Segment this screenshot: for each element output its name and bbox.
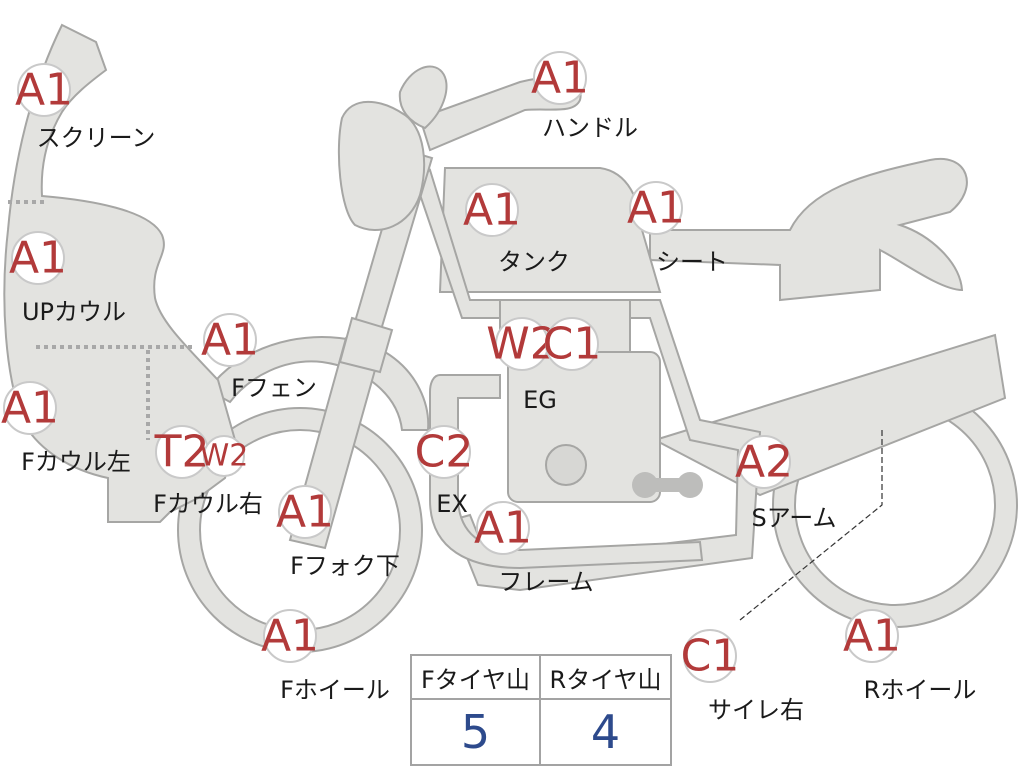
label-up-cowl: UPカウル <box>22 298 126 326</box>
cowl-shape <box>3 23 237 523</box>
badge-engine-2[interactable]: C1 <box>543 317 602 371</box>
label-f-cowl-right: Fカウル右 <box>153 490 263 518</box>
badge-frame[interactable]: A1 <box>474 501 532 555</box>
badge-f-cowl-right-1[interactable]: T2 <box>154 425 210 479</box>
badge-f-cowl-right-2[interactable]: W2 <box>200 435 249 477</box>
front-tread-value: 5 <box>412 700 541 764</box>
label-engine: EG <box>523 386 557 414</box>
label-screen: スクリーン <box>37 124 156 152</box>
label-exhaust: EX <box>436 490 468 518</box>
label-tank: タンク <box>498 248 570 276</box>
seat-shape <box>649 157 968 302</box>
grade-tank: A1 <box>463 185 521 236</box>
grade-seat: A1 <box>627 183 685 234</box>
badge-exhaust[interactable]: C2 <box>415 425 474 479</box>
headlight-shape <box>337 100 426 231</box>
label-f-wheel: Fホイール <box>280 676 390 704</box>
label-f-fender: Fフェン <box>231 374 317 402</box>
label-f-cowl-left: Fカウル左 <box>21 448 131 476</box>
grade-r-wheel: A1 <box>843 611 901 662</box>
badge-r-wheel[interactable]: A1 <box>843 609 901 663</box>
front-tread-header: Fタイヤ山 <box>412 656 541 700</box>
fork-cover <box>338 316 394 374</box>
label-swingarm: Sアーム <box>751 504 836 532</box>
badge-f-wheel[interactable]: A1 <box>261 609 319 663</box>
tire-tread-table: Fタイヤ山 Rタイヤ山 5 4 <box>410 654 672 766</box>
grade-f-fender: A1 <box>201 315 259 366</box>
label-seat: シート <box>656 248 728 276</box>
badge-f-cowl-left[interactable]: A1 <box>1 381 59 435</box>
label-silencer-right: サイレ右 <box>708 696 804 724</box>
rear-tread-value: 4 <box>590 705 621 759</box>
grade-frame: A1 <box>474 503 532 554</box>
label-frame: フレーム <box>498 568 593 596</box>
grade-screen: A1 <box>15 65 73 116</box>
badge-handle[interactable]: A1 <box>531 51 589 105</box>
grade-silencer-right: C1 <box>681 631 740 682</box>
grade-exhaust: C2 <box>415 427 474 478</box>
grade-f-wheel: A1 <box>261 611 319 662</box>
badge-tank[interactable]: A1 <box>463 183 521 237</box>
label-f-fork: Fフォク下 <box>290 552 400 580</box>
grade-f-cowl-right-2: W2 <box>200 439 249 474</box>
rear-tread-header: Rタイヤ山 <box>541 656 670 700</box>
badge-f-fork[interactable]: A1 <box>276 485 334 539</box>
exhaust-shape <box>429 374 704 570</box>
badge-screen[interactable]: A1 <box>15 63 73 117</box>
grade-swingarm: A2 <box>735 437 793 488</box>
badge-swingarm[interactable]: A2 <box>735 435 793 489</box>
label-r-wheel: Rホイール <box>864 676 977 704</box>
badge-engine-1[interactable]: W2 <box>486 317 558 371</box>
grade-f-cowl-right-1: T2 <box>154 427 210 478</box>
badge-silencer-right[interactable]: C1 <box>681 629 740 683</box>
label-handle: ハンドル <box>542 114 638 142</box>
silencer-guide-line <box>739 430 883 621</box>
badge-f-fender[interactable]: A1 <box>201 313 259 367</box>
badge-up-cowl[interactable]: A1 <box>9 231 67 285</box>
grade-engine-2: C1 <box>543 319 602 370</box>
grade-f-cowl-left: A1 <box>1 383 59 434</box>
grade-f-fork: A1 <box>276 487 334 538</box>
badge-seat[interactable]: A1 <box>627 181 685 235</box>
grade-up-cowl: A1 <box>9 233 67 284</box>
grade-handle: A1 <box>531 53 589 104</box>
